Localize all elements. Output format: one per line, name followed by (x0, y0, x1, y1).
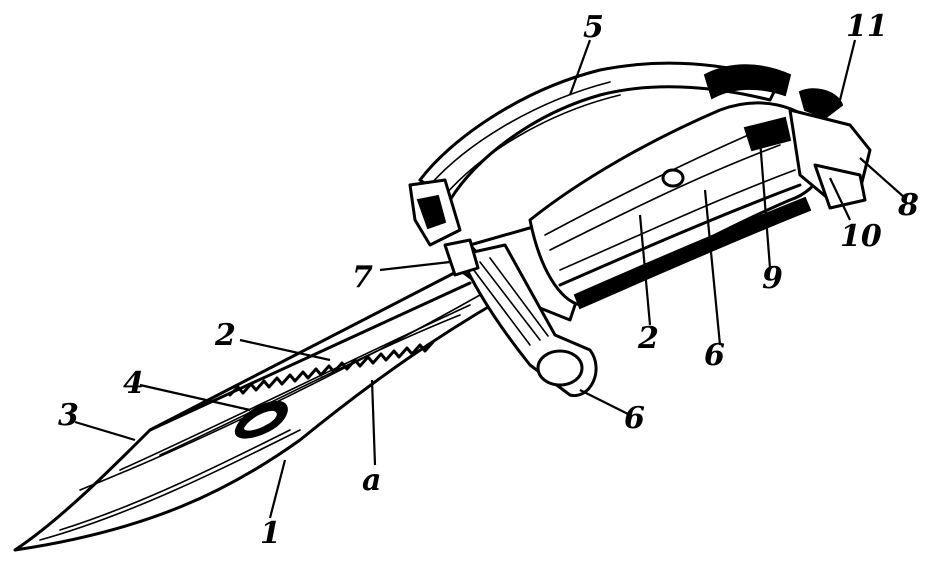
label-2-blade: 2 (214, 318, 236, 353)
label-a: a (362, 463, 381, 498)
strap (408, 61, 792, 277)
label-5: 5 (583, 10, 604, 45)
label-6-ring: 6 (624, 401, 645, 436)
label-10: 10 (840, 219, 882, 254)
grip (528, 101, 828, 310)
leader-lines (74, 39, 906, 519)
label-7: 7 (352, 260, 373, 295)
label-4: 4 (123, 366, 144, 401)
pommel (743, 88, 872, 210)
label-6-grip: 6 (704, 338, 725, 373)
labels: 1 2 2 3 4 5 6 6 7 8 9 10 11 a (58, 9, 919, 551)
label-8: 8 (897, 188, 919, 223)
label-1: 1 (260, 516, 281, 551)
label-9: 9 (762, 261, 783, 296)
label-11: 11 (846, 9, 888, 44)
label-2-grip: 2 (637, 321, 659, 356)
label-3: 3 (58, 398, 79, 433)
blade (13, 268, 502, 552)
